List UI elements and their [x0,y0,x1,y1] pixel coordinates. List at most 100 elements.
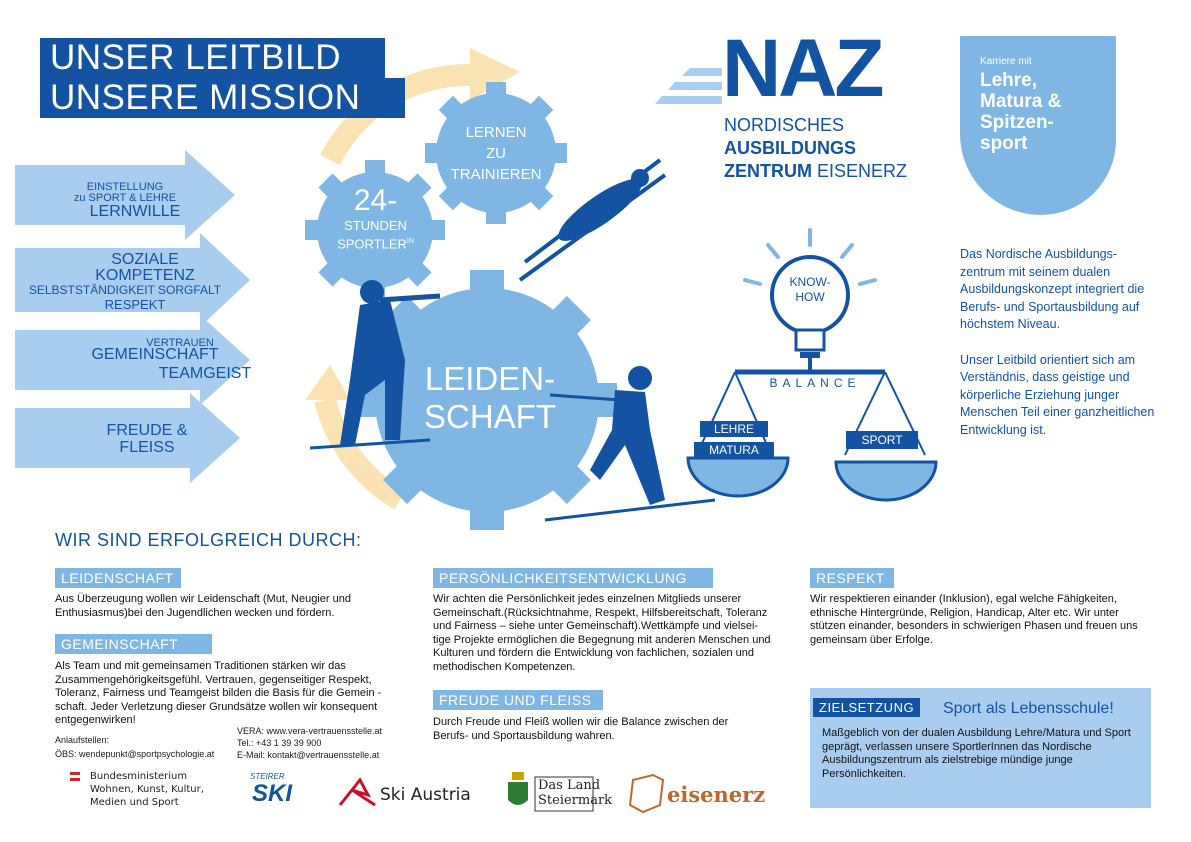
label-freude: FREUDE UND FLEISS [433,690,603,710]
arrow-freude [15,393,240,483]
steiermark-frame [534,776,594,812]
balance-label: BALANCE [769,376,861,390]
gear-small-icon [425,82,567,224]
success-heading: WIR SIND ERFOLGREICH DURCH: [55,530,362,550]
gear-small-text: LERNEN ZU TRAINIEREN [446,122,546,185]
balance-left-1: LEHRE [700,421,768,437]
ziel-title: Sport als Lebensschule! [943,700,1114,717]
knowhow-1: KNOW- [789,275,831,289]
gear-small-line-1: LERNEN [465,124,527,141]
steirer-ski-logo: SKI [252,780,293,807]
contact-email[interactable]: E-Mail: kontakt@vertrauensstelle.at [237,750,380,760]
naz-line-3a: ZENTRUM [724,161,812,181]
arrow-4-big-1: FREUDE & [106,422,188,439]
bm-line-3: Medien und Sport [90,797,179,808]
contact-tel: Tel.: +43 1 39 39 900 [237,738,322,748]
balance-right: SPORT [846,431,918,449]
bm-line-1: Bundesministerium [90,771,188,782]
naz-logo: NAZ [722,23,885,114]
steirer-ski-top: STEIRER [250,772,285,781]
ski-jumper-icon [518,158,667,282]
lightbulb-icon [743,228,877,358]
contact-oebs[interactable]: ÖBS: wendepunkt@sportpsychologie.at [55,749,215,759]
eisenerz-crest-icon [628,773,665,814]
text-respekt: Wir respektieren einander (Inklusion), e… [810,593,1138,646]
text-freude: Durch Freude und Fleiß wollen wir die Ba… [433,716,729,742]
arrow-2-big-2: KOMPETENZ [95,267,195,284]
arrow-gemeinschaft [15,315,250,405]
gear-mid-text: 24- STUNDEN SPORTLERIN [318,184,433,252]
badge-big-3: Spitzen- [980,112,1054,133]
header-line-1: UNSER LEITBILD [40,38,385,78]
biathlete-icon [309,280,441,450]
arrow-1-small-1: EINSTELLUNG [86,181,164,193]
ziel-text: Maßgeblich von der dualen Ausbildung Leh… [822,727,1131,780]
bm-line-2: Wohnen, Kunst, Kultur, [90,784,204,795]
balance-left-2: MATURA [694,442,774,458]
badge-big-4: sport [980,133,1028,154]
contact-vera-block: VERA: www.vera-vertrauensstelle.at Tel.:… [237,725,382,761]
badge-big-2: Matura & [980,91,1062,112]
gear-mid-line-2: STUNDEN [344,218,407,233]
label-respekt: RESPEKT [810,568,894,588]
austria-flag-icon [70,772,80,781]
badge-shape [960,36,1116,215]
naz-line-1: NORDISCHES [724,115,845,135]
balance-scale-icon [686,355,938,502]
label-leidenschaft: LEIDENSCHAFT [55,568,181,588]
cycle-arrow-bottom [314,397,406,510]
land-line-2: Steiermark [538,793,613,808]
eisenerz-logo: eisenerz [667,782,766,807]
arrow-1-big: LERNWILLE [89,203,181,220]
cycle-arrow-bottom-head [305,365,350,400]
contact-vera[interactable]: VERA: www.vera-vertrauensstelle.at [237,726,383,736]
arrow-kompetenz [15,233,250,327]
gear-mid-icon [305,160,445,300]
label-persoenlichkeit: PERSÖNLICHKEITSENTWICKLUNG [433,568,713,588]
header-line-2: UNSERE MISSION [40,78,405,118]
arrow-lernwille [15,150,235,240]
naz-line-2: AUSBILDUNGS [724,138,857,158]
contact-anlauf: Anlaufstellen: [55,735,110,745]
naz-logo-stripes [655,68,722,104]
badge-big: Lehre, Matura & Spitzen- sport [980,70,1061,154]
text-persoenlichkeit: Wir achten die Persönlichkeit jedes einz… [433,593,771,673]
naz-line-3b: EISENERZ [812,161,908,181]
intro-p2: Unser Leitbild orientiert sich am Verstä… [960,352,1155,437]
arrow-4-big-2: FLEISS [119,439,175,456]
label-gemeinschaft: GEMEINSCHAFT [55,634,212,654]
ski-austria-icon [338,777,376,807]
gear-small-line-2: ZU [486,145,506,162]
ski-austria-logo: Ski Austria [380,785,471,805]
ziel-label: ZIELSETZUNG [813,698,921,717]
gear-mid-line-3: SPORTLER [337,236,407,252]
arrow-3-big-2: TEAMGEIST [158,365,252,382]
cross-country-skier-icon [544,366,716,522]
arrow-2-small: SELBSTSTÄNDIGKEIT SORGFALT [28,283,222,297]
arrow-3-big-1: GEMEINSCHAFT [91,346,219,363]
arrow-2-big-1: SOZIALE [111,251,179,268]
gear-big-line-1: LEIDEN- [424,360,556,397]
intro-p1: Das Nordische Ausbildungs-zentrum mit se… [960,247,1145,331]
bundesministerium-logo: Bundesministerium Wohnen, Kunst, Kultur,… [90,770,204,809]
gear-big-icon [357,270,617,530]
gear-big-line-2: SCHAFT [424,398,556,435]
badge-big-1: Lehre, [980,70,1038,91]
cycle-arrow-top-head [470,48,520,100]
arrow-2-mid: RESPEKT [104,297,166,312]
steiermark-shield-icon [508,772,528,805]
gear-mid-line-1: 24- [353,184,398,217]
arrow-3-small: VERTRAUEN [146,337,214,349]
intro-text: Das Nordische Ausbildungs-zentrum mit se… [960,246,1155,439]
gear-mid-sup: IN [406,238,414,245]
gear-big-text: LEIDEN- SCHAFT [400,360,580,436]
text-leidenschaft: Aus Überzeugung wollen wir Leidenschaft … [55,593,351,619]
knowhow-2: HOW [795,290,825,304]
knowhow-text: KNOW- HOW [780,275,840,305]
naz-line-3: ZENTRUM EISENERZ [724,160,907,183]
gear-small-line-3: TRAINIEREN [450,166,542,183]
badge-small: Karriere mit [980,56,1032,67]
arrow-1-small-2: zu SPORT & LEHRE [73,192,177,204]
text-gemeinschaft: Als Team und mit gemeinsamen Traditionen… [55,660,382,726]
